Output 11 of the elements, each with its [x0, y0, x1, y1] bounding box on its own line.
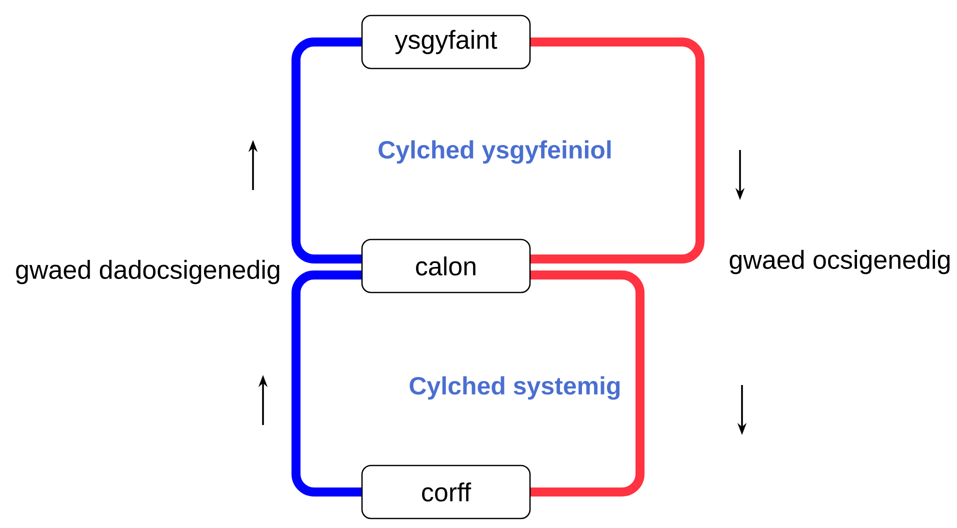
blood-vessel-line	[530, 270, 644, 496]
organ-box: corff	[361, 464, 531, 520]
blood-vessel-line	[530, 38, 704, 264]
circuit-label: Cylched systemig	[410, 376, 620, 400]
circuit-label: Cylched ysgyfeiniol	[378, 140, 611, 164]
blood-label: gwaed dadocsigenedig	[16, 260, 280, 284]
blood-vessel-line	[292, 270, 362, 496]
blood-label: gwaed ocsigenedig	[730, 250, 950, 274]
organ-box: ysgyfaint	[361, 14, 531, 70]
blood-vessel-line	[292, 38, 362, 264]
organ-box: calon	[361, 238, 531, 294]
